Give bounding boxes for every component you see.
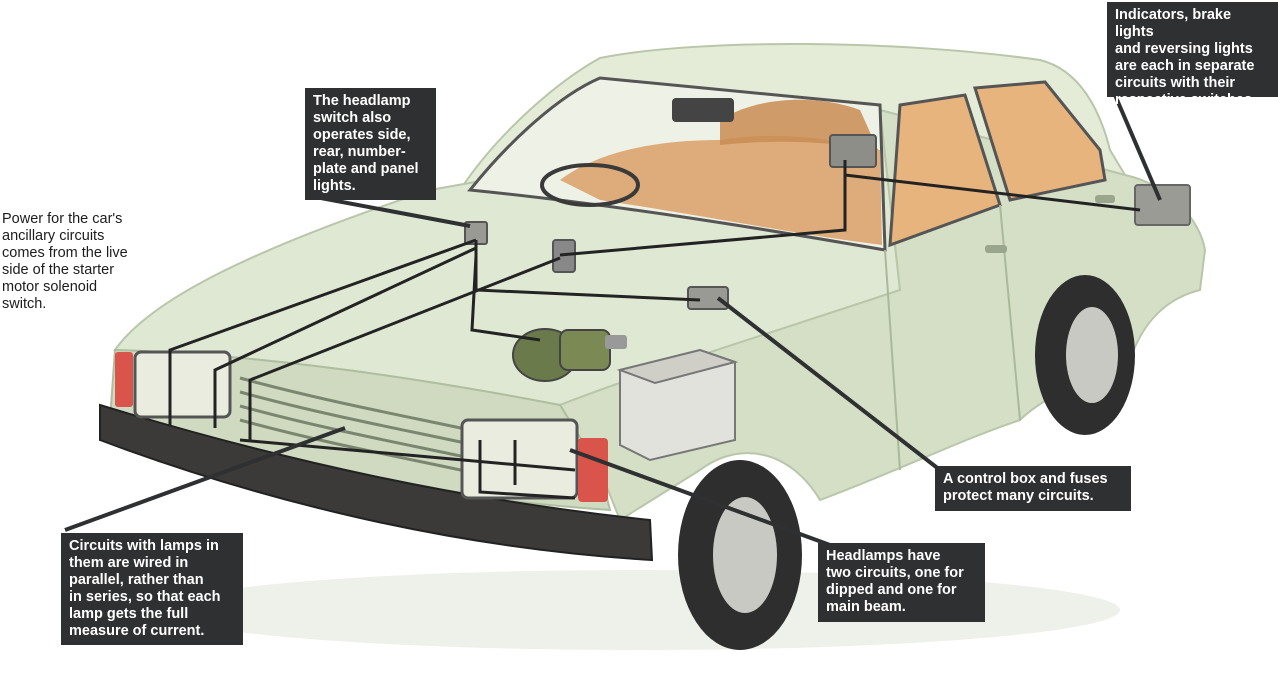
rear-door-window bbox=[973, 80, 1107, 202]
callout-parallel-wiring: Circuits with lamps in them are wired in… bbox=[61, 533, 243, 645]
indicator-right bbox=[578, 438, 608, 502]
door-handle-rear bbox=[1095, 195, 1115, 203]
callout-leaders bbox=[64, 94, 1162, 547]
rear-lamp-cluster bbox=[1134, 184, 1191, 226]
steering-wheel bbox=[540, 163, 640, 207]
rear-view-mirror bbox=[672, 98, 734, 122]
headlamp-left bbox=[133, 350, 232, 419]
battery bbox=[616, 348, 739, 462]
callout-headlamps: Headlamps have two circuits, one for dip… bbox=[818, 543, 985, 622]
door-line bbox=[884, 204, 1021, 471]
indicator-left bbox=[115, 352, 133, 407]
interior-seats bbox=[560, 135, 882, 245]
interior-lamp-unit bbox=[829, 134, 877, 168]
starter-motor bbox=[512, 328, 627, 382]
callout-indicators: Indicators, brake lights and reversing l… bbox=[1107, 2, 1278, 108]
front-bumper bbox=[99, 403, 654, 562]
wheel-rear bbox=[1035, 275, 1135, 435]
grille bbox=[239, 376, 471, 474]
wheel-front bbox=[678, 460, 802, 650]
callout-headlamp-switch: The headlamp switch also operates side, … bbox=[305, 88, 436, 200]
wiring-harness bbox=[168, 160, 1141, 500]
control-box bbox=[687, 286, 729, 310]
text-power-source: Power for the car's ancillary circuits c… bbox=[2, 211, 128, 312]
door-handle-front bbox=[985, 245, 1007, 253]
callout-control-box: A control box and fuses protect many cir… bbox=[935, 466, 1131, 511]
